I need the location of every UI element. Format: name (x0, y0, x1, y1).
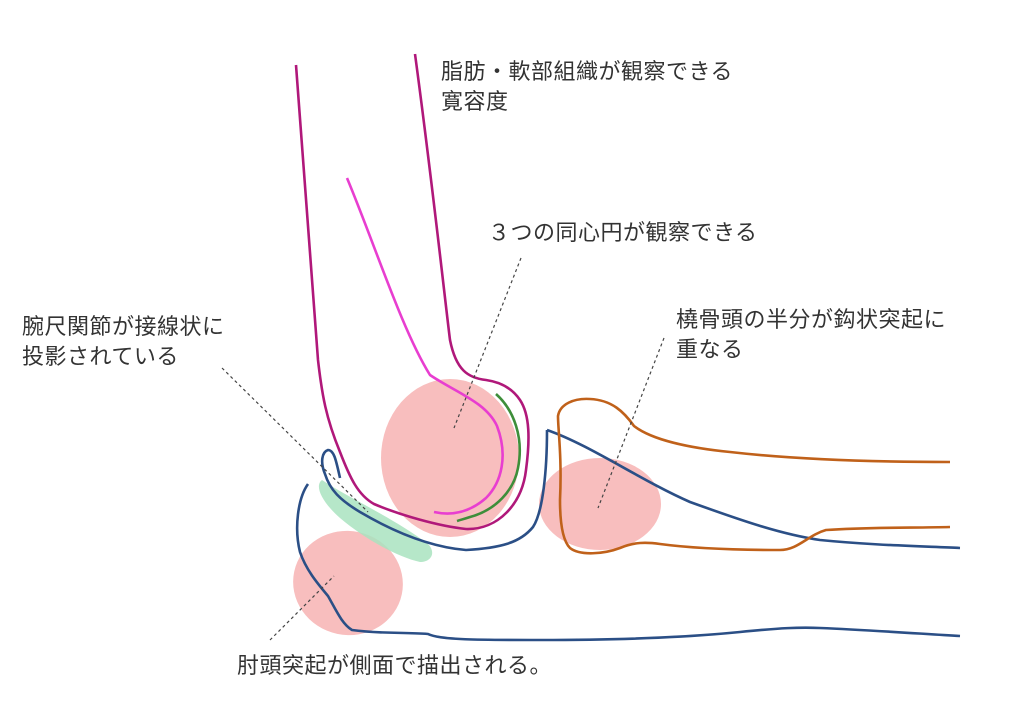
label-ulnohumeral-joint-line2: 投影されている (22, 345, 179, 370)
capitulum-arc (456, 393, 522, 523)
label-radial-head-line1: 橈骨頭の半分が鈎状突起に (676, 308, 947, 333)
label-fat-pad: 脂肪・軟部組織が観察できる 寛容度 (441, 58, 733, 118)
leader-line-radial (597, 337, 665, 509)
label-radial-head-line2: 重なる (676, 338, 744, 363)
label-concentric-circles-line1: ３つの同心円が観察できる (488, 221, 758, 246)
radius-outline (556, 397, 951, 555)
label-radial-head: 橈骨頭の半分が鈎状突起に 重なる (676, 306, 946, 366)
leader-line-joint (221, 367, 369, 513)
humerus (294, 53, 530, 531)
radial-head-highlight (539, 458, 661, 550)
label-ulnohumeral-joint: 腕尺関節が接線状に 投影されている (22, 313, 225, 373)
leader-lines (221, 257, 665, 641)
radius (556, 397, 951, 555)
label-olecranon-line1: 肘頭突起が側面で描出される。 (237, 654, 553, 679)
ulna-olecranon-outline (295, 483, 961, 642)
label-fat-pad-line2: 寛容度 (441, 90, 509, 115)
olecranon-highlight (293, 530, 403, 636)
ulna (295, 428, 961, 642)
label-olecranon: 肘頭突起が側面で描出される。 (237, 652, 552, 682)
label-concentric-circles: ３つの同心円が観察できる (488, 219, 758, 249)
ulna-anterior-shaft (546, 428, 961, 550)
label-ulnohumeral-joint-line1: 腕尺関節が接線状に (22, 315, 225, 340)
ulna-trochlear-notch (320, 429, 549, 552)
humerus-outline-posterior (294, 53, 530, 531)
leader-line-concentric (453, 257, 522, 429)
humerus-inner-cortex (345, 177, 504, 515)
highlight-regions (293, 379, 661, 636)
concentric-circles-highlight (381, 379, 519, 537)
label-fat-pad-line1: 脂肪・軟部組織が観察できる (441, 60, 734, 85)
